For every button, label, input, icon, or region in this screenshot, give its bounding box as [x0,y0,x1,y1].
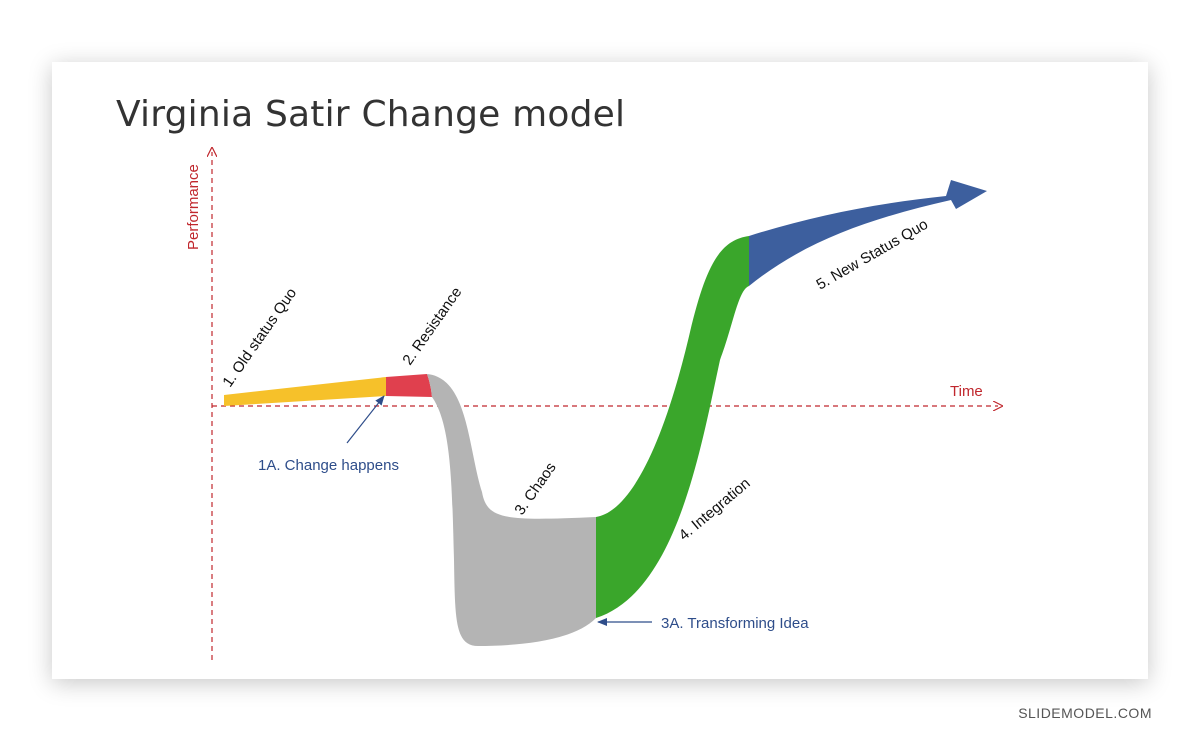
x-axis-label: Time [950,383,983,400]
slide-title: Virginia Satir Change model [116,94,626,135]
y-axis-label: Performance [185,164,202,250]
change-happens-pointer [346,395,385,444]
integration-segment [596,236,749,618]
brand-watermark: SLIDEMODEL.COM [1018,705,1152,721]
resistance-segment [386,374,432,397]
old-status-quo-segment [224,377,386,406]
new-status-quo-segment [749,180,987,286]
callout-transforming-idea: 3A. Transforming Idea [661,615,809,632]
chaos-segment [427,374,596,646]
stage-label-old-status-quo: 1. Old status Quo [219,285,300,390]
callout-change-happens: 1A. Change happens [258,457,399,474]
stage-label-chaos: 3. Chaos [511,459,559,518]
stage-label-resistance: 2. Resistance [399,284,465,368]
